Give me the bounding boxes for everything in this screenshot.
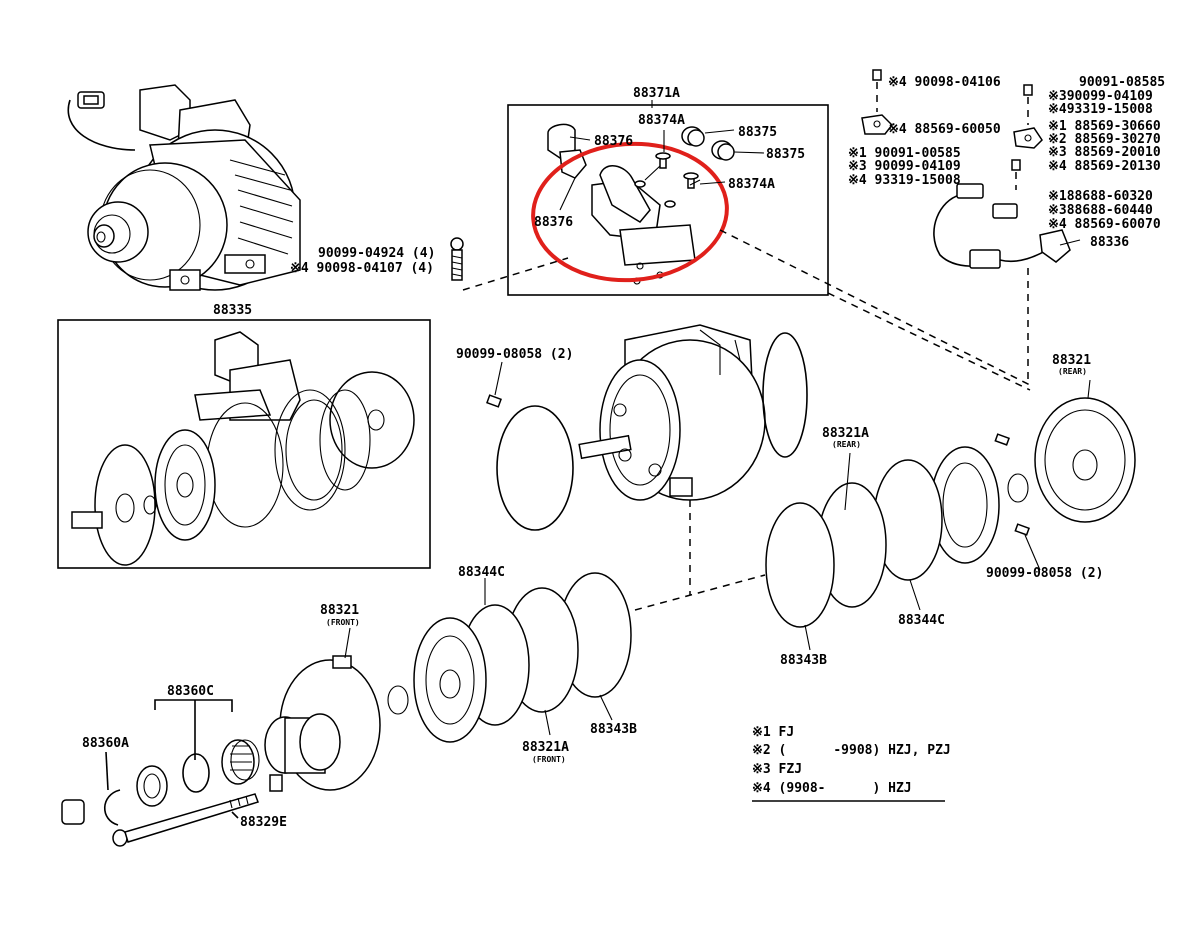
legend-item: ※2 ( -9908) HZJ, PZJ [752, 743, 951, 758]
label-93319-15008-b: ※4 93319-15008 [848, 173, 961, 188]
exploded-view-drawing [71, 331, 415, 566]
valve-kit-box [507, 104, 829, 296]
label-88569-20010: ※3 88569-20010 [1048, 145, 1161, 160]
label-88321a-rear: 88321A [822, 426, 869, 441]
front-plates-drawing [387, 572, 632, 743]
label-90098-04106: ※4 90098-04106 [888, 75, 1001, 90]
legend-item: ※3 FZJ [752, 762, 802, 777]
label-88344c-left: 88344C [458, 565, 505, 580]
label-88374a-mid: 88374A [728, 177, 775, 192]
label-88321-front-sub: (FRONT) [326, 618, 360, 627]
label-88321-rear-sub: (REAR) [1058, 367, 1087, 376]
legend-item: ※1 FJ [752, 725, 794, 740]
pin-90099-08058-left [486, 394, 502, 408]
seal-parts-drawing [61, 739, 260, 847]
label-88343b-right: 88343B [780, 653, 827, 668]
label-88321a-front-sub: (FRONT) [532, 755, 566, 764]
rear-plates-drawing [765, 397, 1136, 628]
front-housing-drawing [264, 655, 381, 792]
label-88343b-left: 88343B [590, 722, 637, 737]
label-88688-60320: ※188688-60320 [1048, 189, 1153, 204]
label-88336: 88336 [1090, 235, 1129, 250]
label-90099-04109-a: ※390099-04109 [1048, 89, 1153, 104]
label-88321-front: 88321 [320, 603, 359, 618]
label-88360a: 88360A [82, 736, 129, 751]
legend: ※1 FJ ※2 ( -9908) HZJ, PZJ ※3 FZJ ※4 (99… [752, 725, 951, 796]
sensor-wiring-drawing [861, 69, 1071, 385]
bracket-88360c [154, 699, 233, 760]
valve-kit-drawing [547, 123, 735, 285]
label-bolt-a: 90099-04924 (4) [318, 246, 435, 261]
leader-88360a [105, 751, 109, 791]
label-88569-60050: ※4 88569-60050 [888, 122, 1001, 137]
label-90091-08585: 90091-08585 [1079, 75, 1165, 90]
label-88375-b: 88375 [766, 147, 805, 162]
label-88321-rear: 88321 [1052, 353, 1091, 368]
label-88321a-rear-sub: (REAR) [832, 440, 861, 449]
label-88321a-front: 88321A [522, 740, 569, 755]
label-88360c: 88360C [167, 684, 214, 699]
label-88569-30270: ※2 88569-30270 [1048, 132, 1161, 147]
label-88374a-top: 88374A [638, 113, 685, 128]
label-93319-15008-a: ※493319-15008 [1048, 102, 1153, 117]
label-88329e: 88329E [240, 815, 287, 830]
label-88688-60440: ※388688-60440 [1048, 203, 1153, 218]
label-88569-60070: ※4 88569-60070 [1048, 217, 1161, 232]
label-88375-a: 88375 [738, 125, 777, 140]
compressor-body-drawing [578, 324, 808, 501]
label-88569-20130: ※4 88569-20130 [1048, 159, 1161, 174]
red-ellipse-highlight [531, 141, 729, 283]
label-88344c-right: 88344C [898, 613, 945, 628]
label-88335: 88335 [213, 303, 252, 318]
label-88569-30660: ※1 88569-30660 [1048, 119, 1161, 134]
label-88371a: 88371A [633, 86, 680, 101]
label-88376-b: 88376 [534, 215, 573, 230]
label-90099-04109-b: ※3 90099-04109 [848, 159, 961, 174]
label-pin-left: 90099-08058 (2) [456, 347, 573, 362]
bolt-90099-04924 [450, 237, 464, 281]
label-90091-00585: ※1 90091-00585 [848, 146, 961, 161]
exploded-view-box [57, 319, 431, 569]
label-pin-right: 90099-08058 (2) [986, 566, 1103, 581]
dashed-guide-lines [462, 229, 1031, 611]
leader-88329e [231, 811, 239, 819]
o-ring-large [496, 405, 574, 531]
label-bolt-b: ※4 90098-04107 (4) [290, 261, 434, 276]
compressor-assembly-drawing [67, 84, 301, 291]
label-88376-a: 88376 [594, 134, 633, 149]
leader-lines [344, 100, 1091, 736]
legend-item: ※4 (9908- ) HZJ [752, 781, 912, 796]
